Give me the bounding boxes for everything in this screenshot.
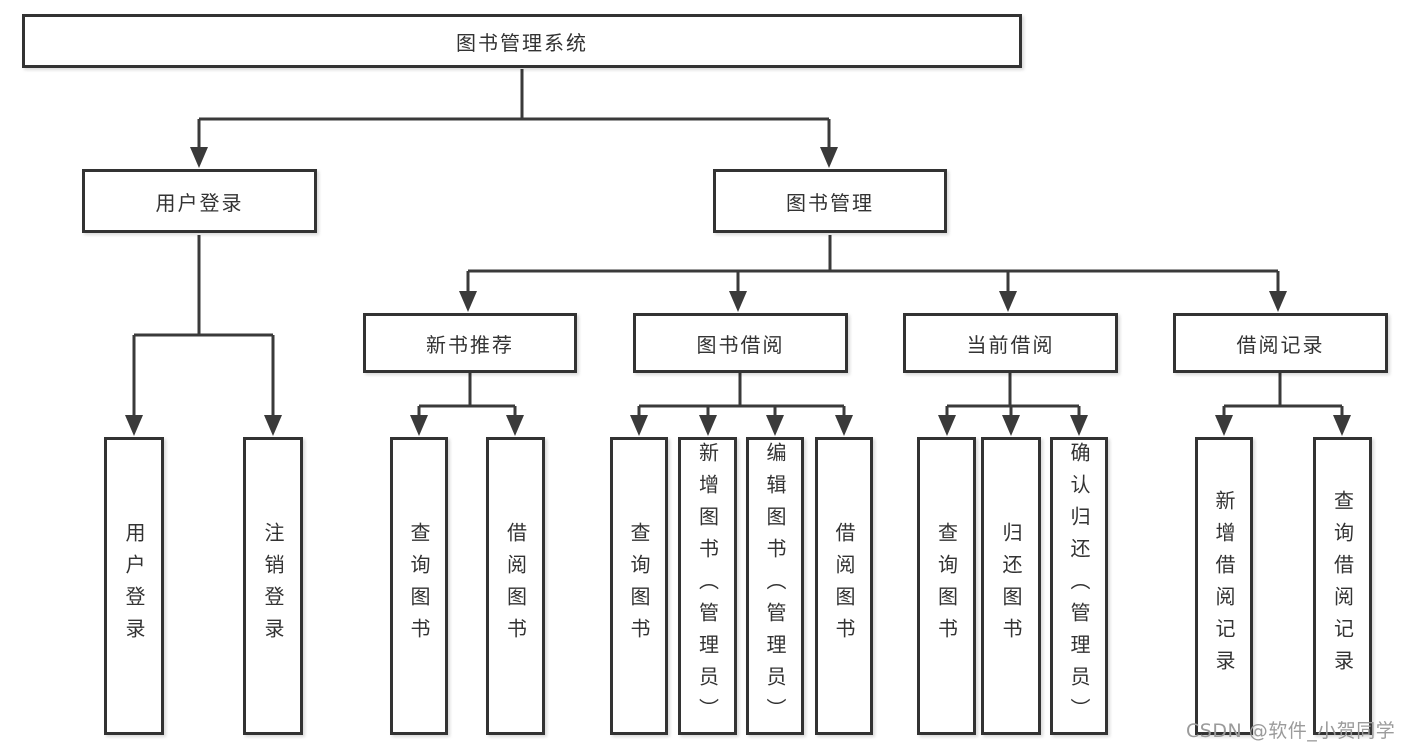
- leaf-borrow-books-recommend-label: 借阅图书: [503, 522, 528, 650]
- leaf-borrow-books: 借阅图书: [815, 437, 873, 735]
- node-book-borrowing-label: 图书借阅: [696, 332, 785, 357]
- csdn-watermark: CSDN @软件_小贺同学: [1186, 720, 1396, 742]
- node-new-book-recommend-label: 新书推荐: [426, 332, 514, 357]
- node-borrowing-records-label: 借阅记录: [1236, 332, 1325, 357]
- leaf-query-borrow-record-label: 查询借阅记录: [1330, 490, 1355, 682]
- leaf-user-login-label: 用户登录: [122, 522, 146, 650]
- leaf-add-borrow-record: 新增借阅记录: [1195, 437, 1253, 735]
- node-user-login: 用户登录: [82, 169, 317, 233]
- node-user-login-label: 用户登录: [155, 190, 244, 215]
- leaf-borrow-books-recommend: 借阅图书: [486, 437, 545, 735]
- leaf-query-borrow-record: 查询借阅记录: [1313, 437, 1372, 735]
- leaf-logout: 注销登录: [243, 437, 303, 735]
- node-current-borrowing: 当前借阅: [903, 313, 1118, 373]
- leaf-query-books-borrowing: 查询图书: [610, 437, 668, 735]
- node-root-library-management-system: 图书管理系统: [22, 14, 1022, 68]
- leaf-add-books-admin: 新增图书（管理员）: [678, 437, 737, 735]
- node-current-borrowing-label: 当前借阅: [966, 332, 1055, 357]
- leaf-add-books-admin-label: 新增图书（管理员）: [695, 442, 720, 730]
- connector-edges: [132, 69, 1344, 428]
- leaf-edit-books-admin-label: 编辑图书（管理员）: [763, 442, 787, 730]
- leaf-return-books-label: 归还图书: [999, 522, 1023, 650]
- leaf-confirm-return-admin: 确认归还（管理员）: [1050, 437, 1108, 735]
- node-book-management-label: 图书管理: [786, 190, 874, 215]
- leaf-user-login: 用户登录: [104, 437, 164, 735]
- leaf-add-borrow-record-label: 新增借阅记录: [1212, 490, 1236, 682]
- node-borrowing-records: 借阅记录: [1173, 313, 1388, 373]
- leaf-query-books-current: 查询图书: [917, 437, 976, 735]
- node-new-book-recommend: 新书推荐: [363, 313, 577, 373]
- leaf-edit-books-admin: 编辑图书（管理员）: [746, 437, 804, 735]
- node-root-label: 图书管理系统: [456, 30, 588, 55]
- leaf-confirm-return-admin-label: 确认归还（管理员）: [1067, 442, 1091, 730]
- leaf-borrow-books-label: 借阅图书: [832, 522, 856, 650]
- node-book-borrowing: 图书借阅: [633, 313, 848, 373]
- leaf-query-books-recommend-label: 查询图书: [407, 522, 431, 650]
- leaf-query-books-borrowing-label: 查询图书: [627, 522, 651, 650]
- node-book-management: 图书管理: [713, 169, 947, 233]
- leaf-query-books-recommend: 查询图书: [390, 437, 448, 735]
- leaf-query-books-current-label: 查询图书: [934, 522, 959, 650]
- leaf-logout-label: 注销登录: [261, 522, 285, 650]
- leaf-return-books: 归还图书: [981, 437, 1041, 735]
